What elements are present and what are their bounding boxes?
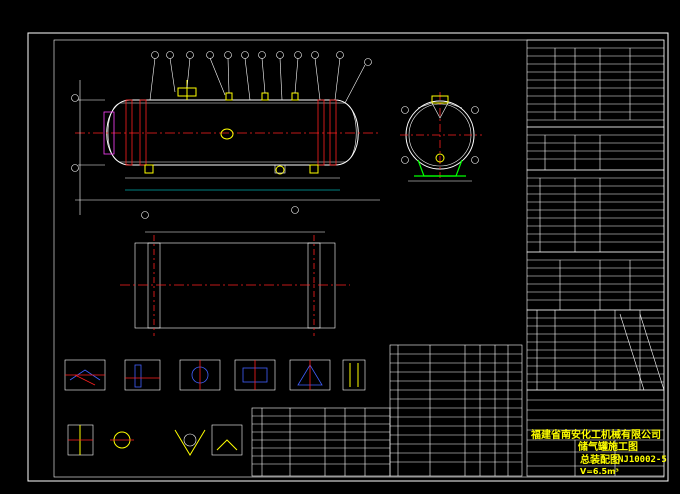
- nozzle-table: [526, 309, 665, 391]
- sheet-inner-frame: [53, 39, 665, 478]
- weld-details-row-1: [64, 359, 366, 391]
- parts-list-table-left: [251, 407, 391, 477]
- inspection-table: [526, 126, 665, 171]
- end-view: [400, 92, 482, 182]
- parts-list-table-main: [389, 344, 523, 477]
- plan-view: [120, 231, 350, 336]
- technical-data-table: [526, 39, 665, 128]
- sheet-outer-frame: [27, 32, 669, 482]
- volume-spec: V=6.5m³: [580, 467, 619, 476]
- product-name: 储气罐施工图: [577, 440, 638, 453]
- drawing-subtitle: 总装配图: [580, 453, 620, 466]
- company-name: 福建省南安化工机械有限公司: [530, 428, 661, 441]
- main-elevation-view: [71, 51, 380, 219]
- drawing-number: NJ10002-5: [618, 455, 667, 465]
- standards-table: [526, 169, 665, 253]
- weld-details-row-2: [67, 424, 243, 456]
- test-pressure-table: [526, 251, 665, 311]
- title-block: [526, 389, 665, 477]
